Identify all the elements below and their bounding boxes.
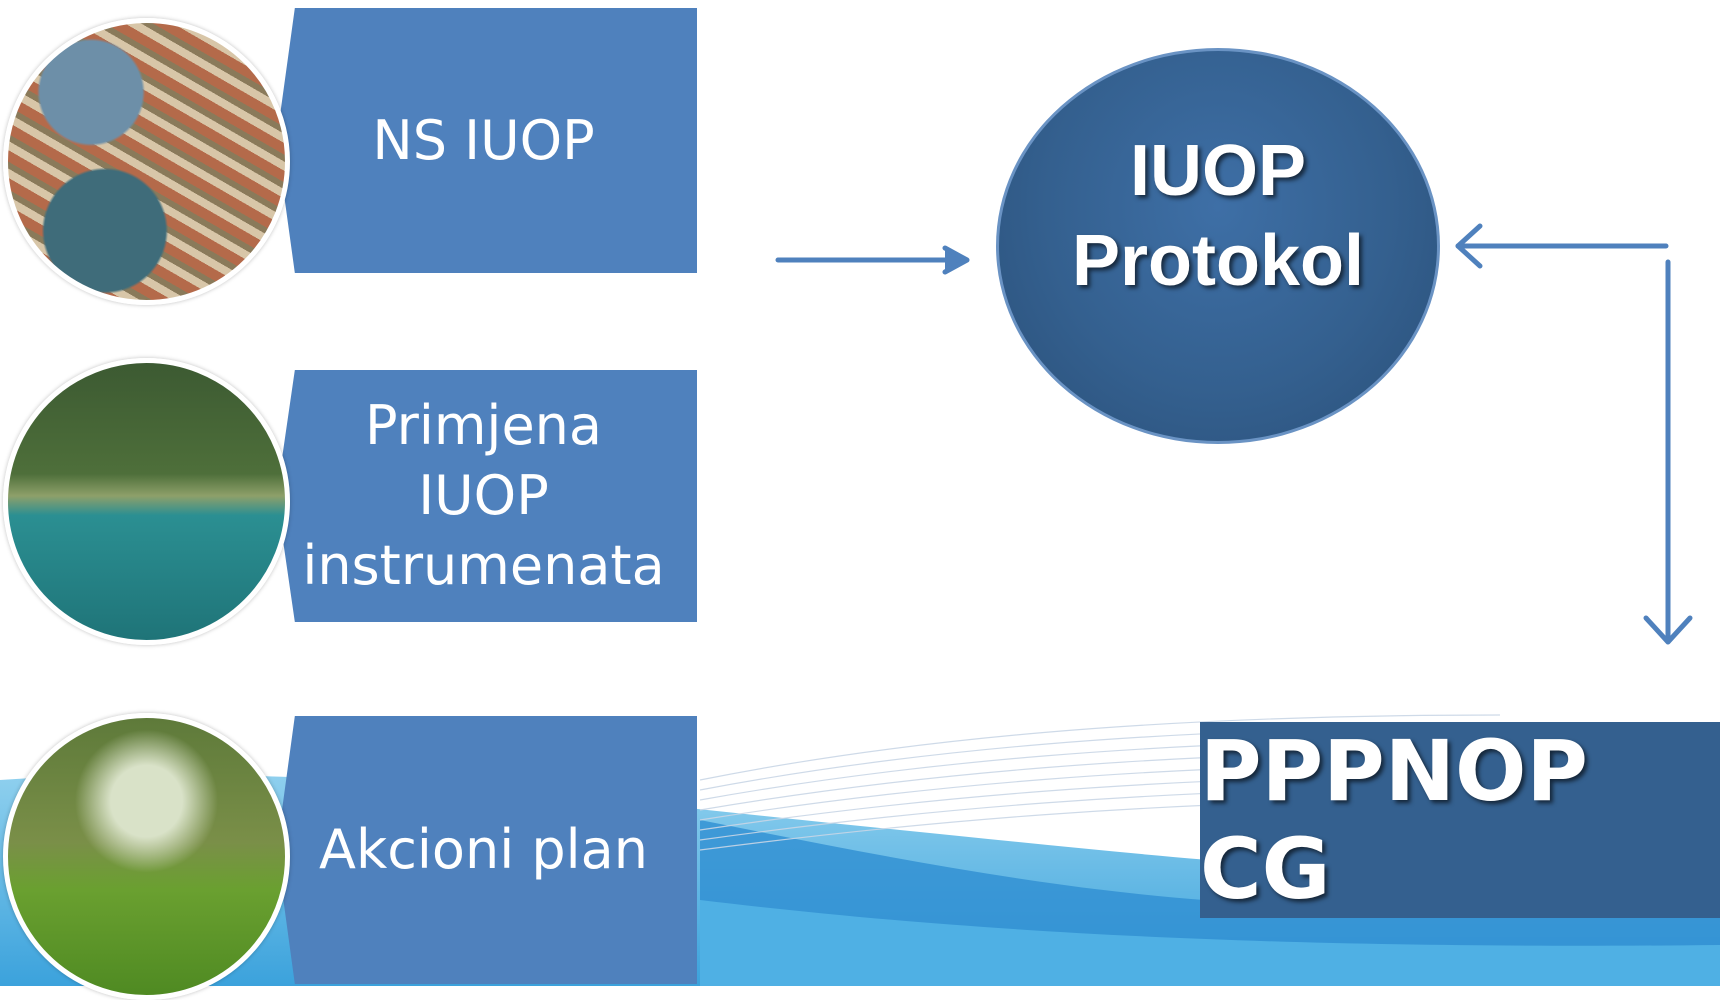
input-label-1: NS IUOP	[372, 108, 595, 172]
photo-olive-grove	[3, 713, 290, 1000]
protocol-title-line1: IUOP	[1129, 131, 1307, 211]
photo-coastal-town	[3, 18, 290, 305]
protocol-title-line2: Protokol	[1071, 221, 1364, 301]
photo-coastline-bay	[3, 358, 290, 645]
input-box-akcioni-plan: Akcioni plan	[240, 716, 697, 984]
input-label-2: Primjena IUOP instrumenata	[302, 394, 665, 597]
arrow-feedback-to-protocol	[1455, 223, 1669, 269]
output-label: PPPNOP CG	[1200, 722, 1588, 918]
input-box-primjena-iuop: Primjena IUOP instrumenata	[240, 370, 697, 622]
arrow-into-protocol	[775, 245, 970, 275]
arrow-down-to-plan	[1643, 259, 1693, 645]
protocol-ellipse: IUOP Protokol	[996, 48, 1440, 444]
input-label-3: Akcioni plan	[319, 818, 648, 881]
output-box-pppnop: PPPNOP CG	[1200, 722, 1720, 918]
input-box-ns-iuop: NS IUOP	[240, 8, 697, 273]
